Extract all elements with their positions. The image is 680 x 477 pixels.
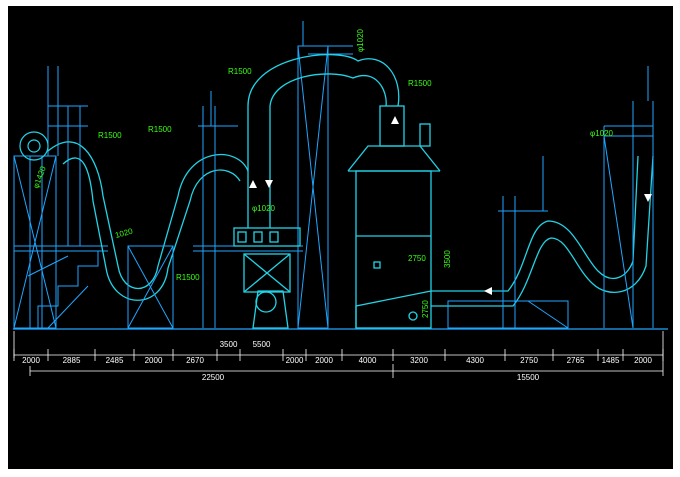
dimension-value: 5500 bbox=[253, 340, 271, 349]
diameter-label-right: φ1020 bbox=[590, 129, 614, 138]
dimension-value: 2000 bbox=[286, 356, 304, 365]
scrubber-tower bbox=[347, 105, 441, 329]
dimension-value: 2000 bbox=[315, 356, 333, 365]
duct-serpentine-right bbox=[431, 155, 654, 307]
radius-label-left-a: R1500 bbox=[98, 131, 122, 140]
dimension-value: 3500 bbox=[220, 340, 238, 349]
dimension-value: 2000 bbox=[634, 356, 652, 365]
radius-label-top-left: R1500 bbox=[228, 67, 252, 76]
dimension-value: 3200 bbox=[410, 356, 428, 365]
diameter-label-left: φ1420 bbox=[31, 164, 48, 189]
dimension-ticks bbox=[13, 349, 664, 361]
dimension-value: 4000 bbox=[359, 356, 377, 365]
right-steel-frames bbox=[447, 66, 654, 329]
left-fan-wheel bbox=[19, 131, 49, 161]
radius-label-mid-low: R1500 bbox=[176, 273, 200, 282]
dimension-total-right: 15500 bbox=[517, 373, 540, 382]
tower-height-label-3: 2750 bbox=[421, 300, 430, 318]
dimension-lines bbox=[13, 331, 664, 378]
dimension-value: 2750 bbox=[520, 356, 538, 365]
radius-label-top-right: R1500 bbox=[408, 79, 432, 88]
dimension-value: 2000 bbox=[145, 356, 163, 365]
dimension-total-left: 22500 bbox=[202, 373, 225, 382]
diameter-label-duct: 1020 bbox=[114, 226, 134, 239]
elevation-drawing: R1500 R1500 R1500 R1500 R1500 φ1020 φ142… bbox=[13, 21, 668, 382]
flow-arrows bbox=[249, 116, 652, 295]
central-fan-unit bbox=[233, 227, 301, 329]
diameter-label-mid: φ1020 bbox=[252, 204, 276, 213]
dimension-value: 2000 bbox=[22, 356, 40, 365]
dimension-labels: 2000 2885 2485 2000 2670 3500 5500 2000 2000 4000… bbox=[22, 340, 652, 365]
dimension-value: 2670 bbox=[186, 356, 204, 365]
left-steel-tower bbox=[13, 66, 108, 329]
tower-height-label-1: 2750 bbox=[408, 254, 426, 263]
dimension-value: 4300 bbox=[466, 356, 484, 365]
duct-serpentine-left bbox=[47, 141, 249, 301]
radius-label-left-b: R1500 bbox=[148, 125, 172, 134]
dimension-value: 1485 bbox=[602, 356, 620, 365]
cad-drawing-canvas: R1500 R1500 R1500 R1500 R1500 φ1020 φ142… bbox=[8, 6, 673, 469]
diameter-label-top: φ1020 bbox=[356, 28, 365, 52]
central-duct-riser bbox=[247, 54, 400, 228]
dimension-value: 2485 bbox=[106, 356, 124, 365]
dimension-value: 2885 bbox=[63, 356, 81, 365]
dimension-value: 2765 bbox=[567, 356, 585, 365]
central-column bbox=[297, 21, 353, 329]
tower-height-label-2: 3500 bbox=[443, 250, 452, 268]
